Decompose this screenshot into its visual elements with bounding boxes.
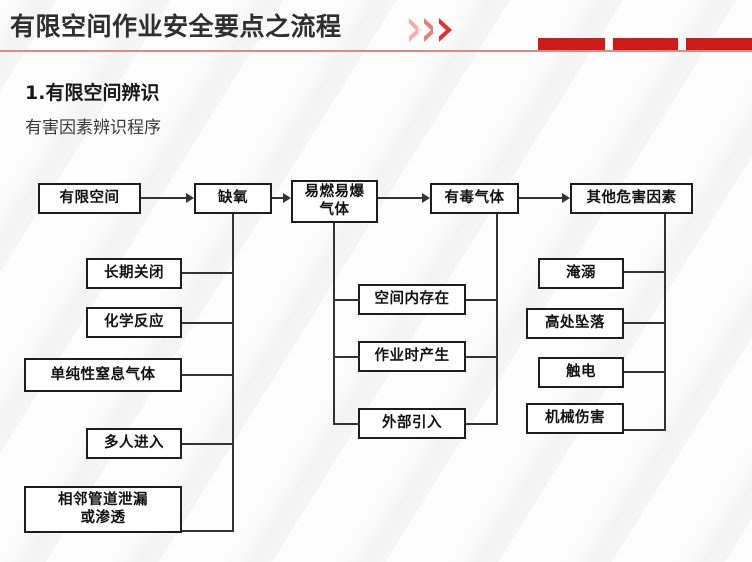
- flow-node-simple-asphyxiant-gas: 单纯性窒息气体: [24, 358, 182, 392]
- flow-node-fall-from-height: 高处坠落: [526, 308, 624, 339]
- connector-bus-toxic-vertical: [496, 214, 498, 425]
- connector-adjacent-pipe-leak: [182, 530, 234, 532]
- connector-toxic-to-other: [519, 197, 562, 199]
- section-heading: 1.有限空间辨识: [25, 82, 160, 104]
- connector-mechanical-injury: [624, 429, 666, 431]
- flow-node-other-hazard-factors: 其他危害因素: [570, 183, 693, 214]
- flow-node-adjacent-pipe-leak: 相邻管道泄漏或渗透: [24, 486, 182, 533]
- connector-multiple-people-entry: [182, 443, 234, 445]
- connector-chemical-reaction: [182, 322, 234, 324]
- connector-toxic-to-generated-during-work: [466, 356, 498, 358]
- arrow-head-confined-to-oxygen: [186, 193, 194, 203]
- header-accent-block-1: [538, 38, 605, 51]
- connector-electric-shock: [624, 371, 666, 373]
- flow-node-chemical-reaction: 化学反应: [86, 307, 182, 338]
- header-divider: [0, 50, 752, 52]
- arrow-head-oxygen-to-flammable: [283, 193, 291, 203]
- header-accent-block-2: [613, 38, 678, 51]
- chevron-arrows-group: [403, 18, 471, 42]
- arrow-head-flammable-to-toxic: [422, 193, 430, 203]
- flow-node-mechanical-injury: 机械伤害: [526, 403, 624, 434]
- connector-long-term-closed: [182, 272, 234, 274]
- flow-node-electric-shock: 触电: [538, 357, 624, 388]
- flow-node-confined-space: 有限空间: [38, 183, 141, 214]
- flow-node-oxygen-deficiency: 缺氧: [194, 183, 272, 214]
- connector-flammable-to-generated-during-work: [333, 356, 360, 358]
- connector-toxic-to-introduced-externally: [466, 423, 498, 425]
- flow-node-flammable-explosive-gas: 易燃易爆气体: [291, 180, 378, 223]
- flow-node-drowning: 淹溺: [538, 258, 624, 289]
- connector-fall-from-height: [624, 322, 666, 324]
- connector-bus-flammable-vertical: [333, 223, 335, 424]
- flow-node-long-term-closed: 长期关闭: [86, 258, 182, 289]
- flow-node-exists-in-space: 空间内存在: [358, 284, 466, 315]
- section-subheading: 有害因素辨识程序: [25, 118, 161, 138]
- connector-simple-asphyxiant-gas: [182, 374, 234, 376]
- page-title: 有限空间作业安全要点之流程: [10, 12, 342, 41]
- connector-oxygen-to-flammable: [272, 197, 283, 199]
- connector-drowning: [624, 271, 666, 273]
- chevron-right-icon-3: [433, 18, 452, 42]
- arrow-head-toxic-to-other: [562, 193, 570, 203]
- connector-flammable-to-introduced-externally: [333, 423, 360, 425]
- connector-bus-oxygen-vertical: [232, 214, 234, 532]
- connector-toxic-to-exists-in-space: [466, 299, 498, 301]
- slide-header: 有限空间作业安全要点之流程: [0, 0, 752, 56]
- flow-node-multiple-people-entry: 多人进入: [86, 428, 182, 459]
- connector-flammable-to-exists-in-space: [333, 299, 360, 301]
- flow-node-generated-during-work: 作业时产生: [358, 341, 466, 372]
- connector-confined-to-oxygen: [141, 197, 186, 199]
- flow-node-toxic-gas: 有毒气体: [430, 183, 519, 214]
- header-accent-block-3: [686, 38, 752, 51]
- connector-flammable-to-toxic: [378, 197, 422, 199]
- flow-node-introduced-externally: 外部引入: [358, 408, 466, 439]
